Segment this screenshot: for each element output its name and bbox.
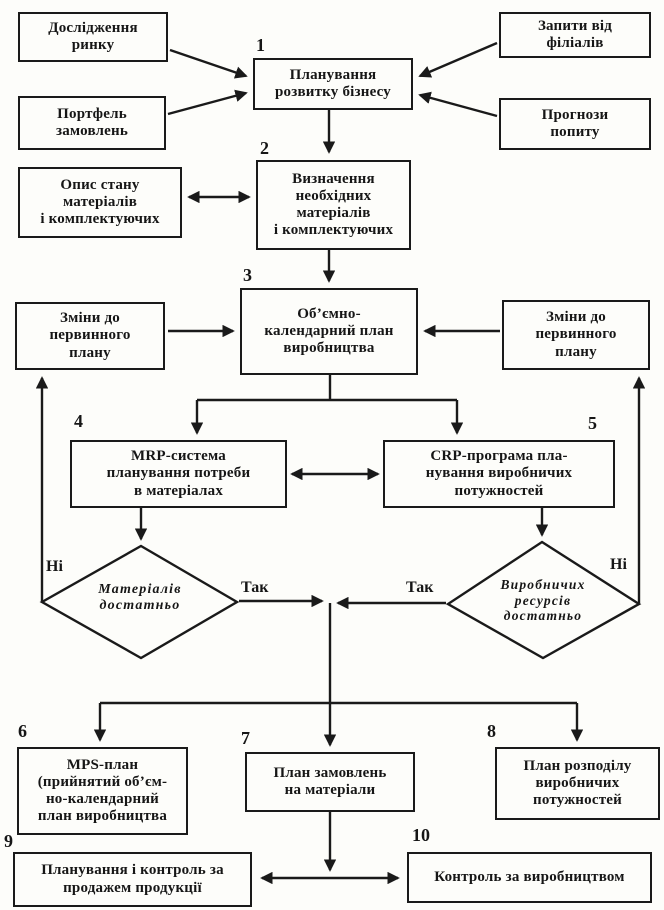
decision-resources-sufficient-label: Виробничих ресурсів достатньо xyxy=(500,577,586,624)
node-capacity-distribution-plan: План розподілу виробничих потужностей xyxy=(495,747,660,820)
decision-materials-sufficient-label: Матеріалів достатньо xyxy=(98,582,182,614)
node-materials-state-description: Опис стану матеріалів і комплектуючих xyxy=(18,167,182,238)
step-number-9: 9 xyxy=(4,831,13,851)
node-primary-plan-changes-left: Зміни до первинного плану xyxy=(15,302,165,370)
node-production-control: Контроль за виробництвом xyxy=(407,852,652,903)
step-number-4: 4 xyxy=(74,411,83,431)
step-number-6: 6 xyxy=(18,721,27,741)
node-business-development-planning: Планування розвитку бізнесу xyxy=(253,58,413,110)
node-demand-forecast: Прогнози попиту xyxy=(499,98,651,150)
step-number-5: 5 xyxy=(588,413,597,433)
step-number-7: 7 xyxy=(241,728,250,748)
label-no-right: Ні xyxy=(610,556,627,573)
arrow-portfolio-to-planning xyxy=(167,89,248,116)
node-required-materials-determination: Визначення необхідних матеріалів і компл… xyxy=(256,160,411,250)
decision-materials-sufficient-shape xyxy=(39,544,240,660)
node-order-portfolio: Портфель замовлень xyxy=(18,96,166,150)
center-rail xyxy=(100,603,577,705)
label-no-left: Ні xyxy=(46,558,63,575)
label-yes-left: Так xyxy=(241,579,269,596)
step-number-8: 8 xyxy=(487,721,496,741)
arrow-requests-to-planning xyxy=(418,41,498,78)
step-number-3: 3 xyxy=(243,265,252,285)
split-3-rail xyxy=(197,375,457,402)
node-market-research: Дослідження ринку xyxy=(18,12,168,62)
step-number-10: 10 xyxy=(412,825,430,845)
decision-resources-sufficient-shape xyxy=(445,540,642,660)
node-master-production-schedule: Об’ємно- календарний план виробництва xyxy=(240,288,418,375)
arrow-forecast-to-planning xyxy=(418,91,498,118)
node-crp-program: CRP-програма пла- нування виробничих пот… xyxy=(383,440,615,508)
node-mps-plan: MPS-план (прийнятий об’єм- но-календарни… xyxy=(17,747,188,835)
node-sales-planning-control: Планування і контроль за продажем продук… xyxy=(13,852,252,907)
node-materials-order-plan: План замовлень на матеріали xyxy=(245,752,415,812)
label-yes-right: Так xyxy=(406,579,434,596)
step-number-2: 2 xyxy=(260,138,269,158)
node-mrp-system: MRP-система планування потреби в матеріа… xyxy=(70,440,287,508)
node-branch-requests: Запити від філіалів xyxy=(499,12,651,58)
step-number-1: 1 xyxy=(256,35,265,55)
node-primary-plan-changes-right: Зміни до первинного плану xyxy=(502,300,650,370)
arrow-market-research-to-planning xyxy=(169,48,248,79)
